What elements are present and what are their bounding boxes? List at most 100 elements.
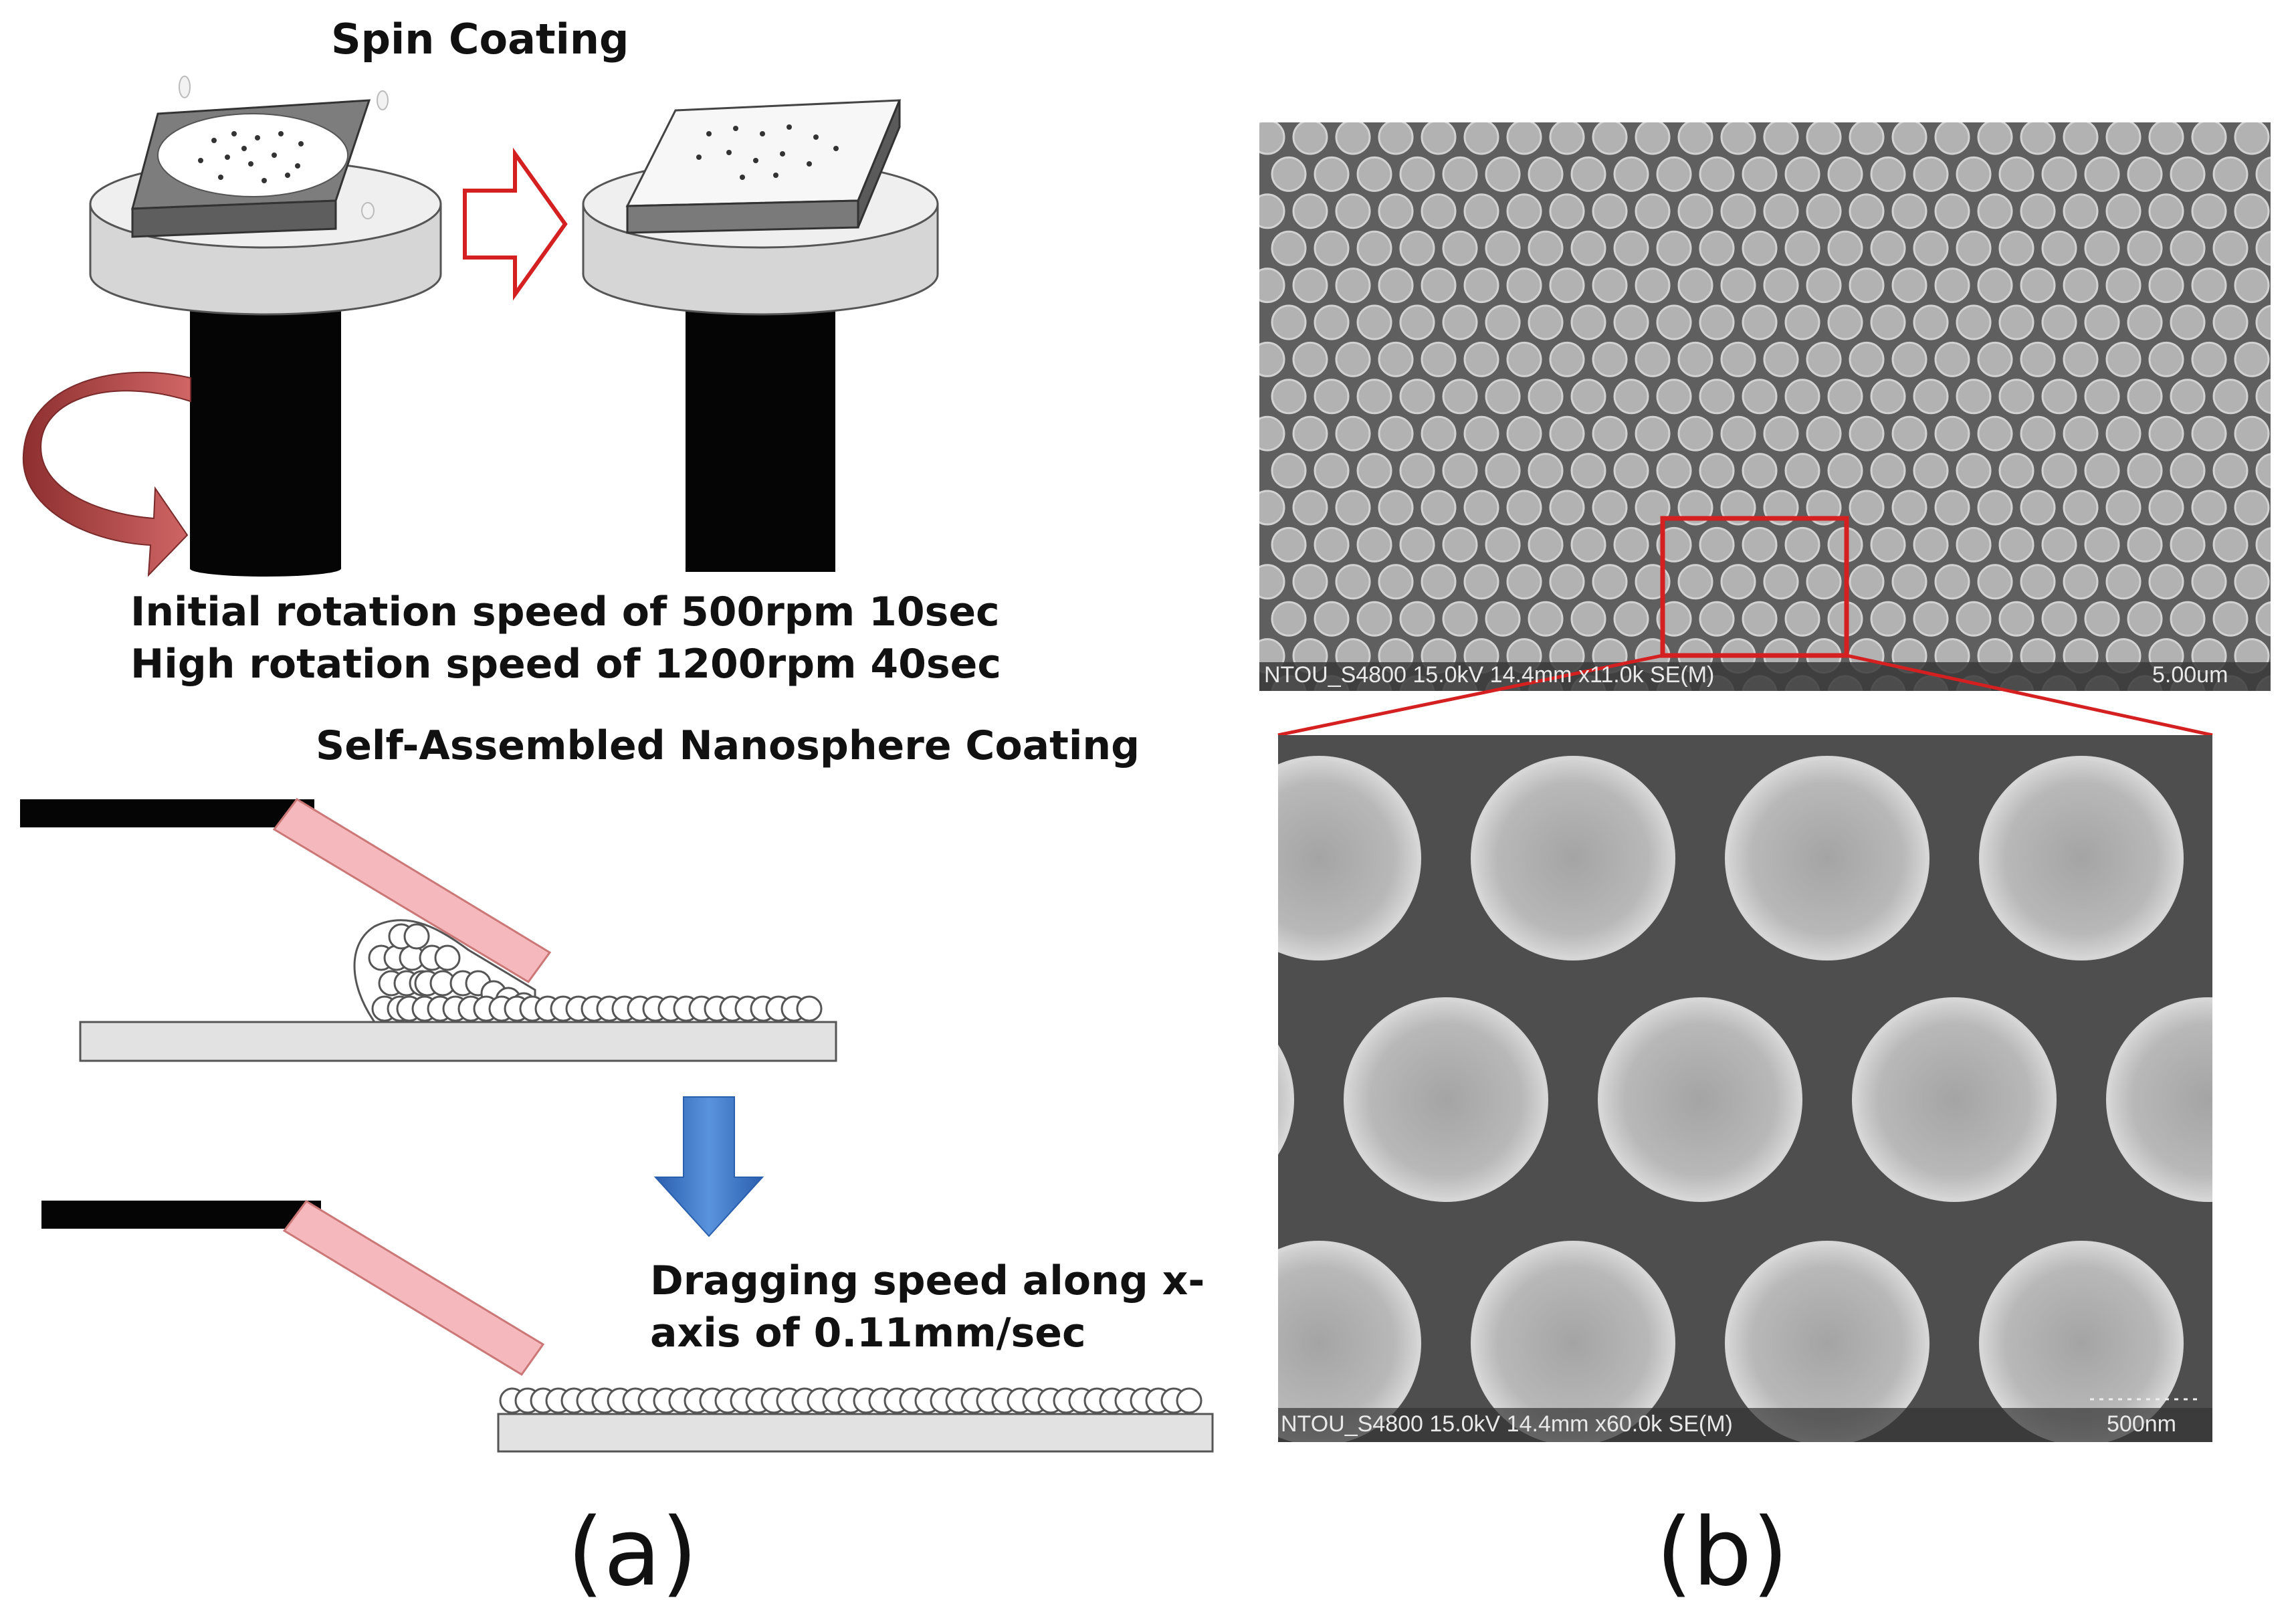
sem-sphere bbox=[1891, 122, 1927, 155]
sem-bottom-scale: 500nm bbox=[2107, 1411, 2176, 1437]
sem-sphere bbox=[1913, 379, 1949, 415]
sem-sphere bbox=[1292, 341, 1328, 377]
sem-sphere bbox=[1977, 193, 2013, 229]
sem-sphere bbox=[1891, 415, 1927, 451]
sem-sphere bbox=[1506, 122, 1542, 155]
sem-sphere bbox=[1463, 341, 1499, 377]
sem-sphere bbox=[1292, 415, 1328, 451]
sem-sphere bbox=[2041, 453, 2077, 489]
sem-sphere bbox=[2105, 341, 2142, 377]
sem-disc bbox=[1278, 1241, 1421, 1442]
sem-sphere bbox=[1784, 453, 1820, 489]
sem-sphere bbox=[1784, 230, 1820, 266]
sem-disc bbox=[1471, 756, 1675, 960]
sem-sphere bbox=[1891, 193, 1927, 229]
sem-sphere bbox=[1570, 601, 1606, 637]
sem-sphere bbox=[1506, 193, 1542, 229]
sem-sphere bbox=[2020, 415, 2056, 451]
sem-sphere bbox=[1592, 268, 1628, 304]
sem-sphere bbox=[1528, 526, 1564, 563]
sem-sphere bbox=[1677, 268, 1713, 304]
sem-sphere bbox=[2255, 157, 2271, 192]
sem-sphere bbox=[1720, 564, 1756, 600]
sem-image-low-mag bbox=[1259, 122, 2271, 691]
sem-sphere bbox=[2255, 379, 2271, 414]
sem-sphere bbox=[1934, 122, 1970, 155]
sem-sphere bbox=[2191, 490, 2227, 526]
sem-sphere bbox=[2170, 453, 2206, 489]
sem-sphere bbox=[1463, 122, 1499, 155]
sem-sphere bbox=[1656, 156, 1692, 192]
sem-sphere bbox=[1378, 490, 1414, 526]
sem-sphere bbox=[2127, 156, 2163, 192]
sem-sphere bbox=[1356, 230, 1392, 266]
substrate-plate bbox=[79, 1021, 837, 1062]
sem-sphere bbox=[2020, 122, 2056, 155]
sem-sphere bbox=[1635, 415, 1671, 451]
sem-sphere bbox=[1827, 379, 1863, 415]
blade-2 bbox=[282, 1200, 545, 1377]
sem-sphere bbox=[1463, 415, 1499, 451]
sem-sphere bbox=[2148, 341, 2184, 377]
sem-sphere bbox=[1592, 193, 1628, 229]
sem-sphere bbox=[1742, 379, 1778, 415]
sem-sphere bbox=[2255, 231, 2271, 266]
sem-sphere bbox=[1485, 230, 1521, 266]
sem-sphere bbox=[2212, 379, 2249, 415]
sem-sphere bbox=[1763, 415, 1799, 451]
particles bbox=[198, 131, 304, 183]
blade bbox=[272, 798, 552, 983]
sem-sphere bbox=[1485, 601, 1521, 637]
sem-sphere bbox=[1613, 304, 1649, 340]
nanosphere-monolayer bbox=[396, 995, 823, 1022]
sem-sphere bbox=[1570, 526, 1606, 563]
sem-sphere bbox=[2191, 122, 2227, 155]
sem-sphere bbox=[1913, 526, 1949, 563]
sem-sphere bbox=[1784, 601, 1820, 637]
sem-sphere bbox=[2020, 490, 2056, 526]
spin-speed-line-1: Initial rotation speed of 500rpm 10sec bbox=[130, 589, 1000, 635]
nanosphere bbox=[434, 944, 461, 971]
sem-sphere bbox=[1485, 453, 1521, 489]
sem-sphere bbox=[1335, 268, 1371, 304]
sem-sphere bbox=[1399, 304, 1435, 340]
sem-sphere bbox=[1806, 415, 1842, 451]
sem-sphere bbox=[1549, 415, 1585, 451]
sem-disc bbox=[1979, 1241, 2184, 1442]
sem-bottom-info: NTOU_S4800 15.0kV 14.4mm x60.0k SE(M) bbox=[1281, 1411, 1733, 1437]
sem-sphere bbox=[1977, 341, 2013, 377]
dragging-speed-line-1: Dragging speed along x- bbox=[650, 1257, 1205, 1304]
sem-sphere bbox=[2234, 122, 2270, 155]
sem-sphere bbox=[1442, 304, 1478, 340]
sem-sphere bbox=[1956, 156, 1992, 192]
zoom-box bbox=[1660, 516, 1849, 658]
sem-sphere bbox=[2063, 415, 2099, 451]
sem-sphere bbox=[2084, 601, 2120, 637]
sem-sphere bbox=[2127, 601, 2163, 637]
sem-sphere bbox=[1442, 230, 1478, 266]
panel-label-b: (b) bbox=[1656, 1498, 1789, 1607]
sem-sphere bbox=[1784, 304, 1820, 340]
sem-sphere bbox=[2020, 564, 2056, 600]
panel-label-a: (a) bbox=[567, 1498, 698, 1607]
sem-sphere bbox=[2170, 156, 2206, 192]
sem-sphere bbox=[1335, 490, 1371, 526]
spin-coater-after bbox=[582, 99, 939, 572]
sem-sphere bbox=[1656, 601, 1692, 637]
sem-sphere bbox=[1592, 490, 1628, 526]
sem-sphere bbox=[1356, 156, 1392, 192]
sem-sphere bbox=[1849, 268, 1885, 304]
sem-sphere bbox=[1934, 193, 1970, 229]
sem-sphere bbox=[1998, 304, 2034, 340]
sem-sphere bbox=[1806, 193, 1842, 229]
sem-sphere bbox=[2148, 415, 2184, 451]
sem-sphere bbox=[2255, 453, 2271, 488]
sem-sphere bbox=[1592, 415, 1628, 451]
sem-sphere bbox=[1378, 193, 1414, 229]
sem-sphere bbox=[1635, 193, 1671, 229]
sem-sphere bbox=[1506, 268, 1542, 304]
sem-sphere bbox=[2084, 156, 2120, 192]
sem-sphere bbox=[1613, 156, 1649, 192]
zoom-line-right bbox=[1846, 653, 2213, 737]
sem-disc bbox=[1598, 997, 1802, 1202]
